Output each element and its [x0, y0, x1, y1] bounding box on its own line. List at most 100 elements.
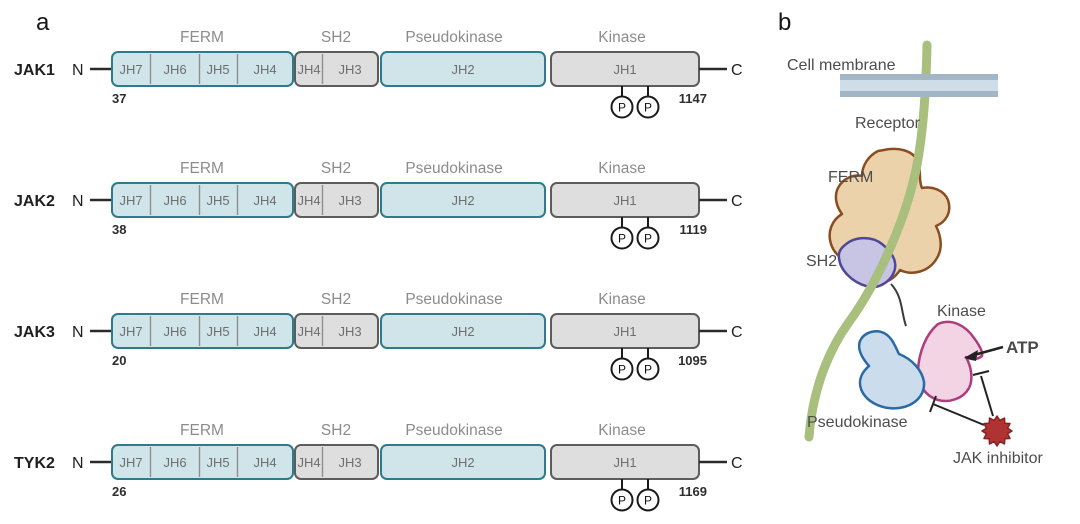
cell-membrane-label: Cell membrane — [787, 57, 896, 74]
ferm-domain-box — [111, 313, 294, 349]
segment-jh3: JH3 — [338, 455, 361, 470]
phospho-circle — [610, 357, 634, 381]
segment-jh4b: JH4 — [297, 62, 320, 77]
kinase-group-label: Kinase — [598, 291, 645, 308]
inhibition-line-pseudokinase — [932, 403, 985, 426]
segment-jh6: JH6 — [163, 193, 186, 208]
pseudokinase-group-label: Pseudokinase — [405, 160, 502, 177]
kinase-group-label: Kinase — [598, 422, 645, 439]
segment-jh2: JH2 — [451, 455, 474, 470]
end-residue: 1119 — [680, 222, 708, 237]
segment-jh4b: JH4 — [297, 193, 320, 208]
pseudokinase-domain-box — [380, 444, 546, 480]
segment-jh4b: JH4 — [297, 324, 320, 339]
protein-row-jak1: JAK1 N FERM SH2 Pseudokinase Kinase JH7 … — [14, 29, 743, 119]
segment-jh5: JH5 — [206, 324, 229, 339]
ferm-domain-box — [111, 51, 294, 87]
phospho-circle — [610, 488, 634, 512]
phospho-label: P — [644, 494, 652, 508]
jak-inhibitor-icon — [981, 415, 1013, 447]
c-terminus-label: C — [731, 62, 743, 79]
pseudokinase-group-label: Pseudokinase — [405, 291, 502, 308]
ferm-label: FERM — [828, 169, 873, 186]
segment-jh7: JH7 — [119, 193, 142, 208]
segment-jh4: JH4 — [253, 193, 276, 208]
protein-row-jak2: JAK2 N FERM SH2 Pseudokinase Kinase JH7 … — [14, 160, 743, 250]
atp-arrow — [964, 345, 1004, 361]
n-terminus-label: N — [72, 193, 84, 210]
end-residue: 1095 — [678, 353, 707, 368]
c-terminus-label: C — [731, 193, 743, 210]
sh2-label: SH2 — [806, 253, 837, 270]
phospho-label: P — [644, 101, 652, 115]
cell-membrane-graphic — [840, 74, 998, 97]
inhibition-pseudokinase — [929, 395, 985, 426]
segment-jh3: JH3 — [338, 62, 361, 77]
ferm-domain-box — [111, 444, 294, 480]
atp-arrowhead — [964, 350, 978, 361]
phospho-circle — [636, 357, 660, 381]
protein-row-jak3: JAK3 N FERM SH2 Pseudokinase Kinase JH7 … — [14, 291, 743, 381]
ferm-group-label: FERM — [180, 291, 224, 308]
n-terminus-label: N — [72, 62, 84, 79]
segment-jh6: JH6 — [163, 455, 186, 470]
kinase-group-label: Kinase — [598, 29, 645, 46]
sh2-domain-box — [294, 444, 379, 480]
phospho-circle — [636, 226, 660, 250]
sh2-domain-box — [294, 51, 379, 87]
kinase-label: Kinase — [937, 303, 986, 320]
segment-jh5: JH5 — [206, 193, 229, 208]
membrane-bottom-band — [840, 91, 998, 97]
phospho-label: P — [644, 232, 652, 246]
segment-jh7: JH7 — [119, 455, 142, 470]
n-terminus-label: N — [72, 455, 84, 472]
kinase-blob — [916, 320, 984, 403]
segment-jh2: JH2 — [451, 193, 474, 208]
segment-jh1: JH1 — [613, 324, 636, 339]
inhibition-kinase — [972, 370, 994, 417]
segment-jh1: JH1 — [613, 62, 636, 77]
phospho-circle — [610, 226, 634, 250]
segment-jh1: JH1 — [613, 193, 636, 208]
ferm-group-label: FERM — [180, 160, 224, 177]
sh2-group-label: SH2 — [321, 422, 351, 439]
ferm-group-label: FERM — [180, 422, 224, 439]
segment-jh4: JH4 — [253, 62, 276, 77]
start-residue: 20 — [112, 353, 126, 368]
n-terminus-label: N — [72, 324, 84, 341]
start-residue: 38 — [112, 222, 126, 237]
segment-jh6: JH6 — [163, 62, 186, 77]
segment-jh1: JH1 — [613, 455, 636, 470]
protein-name: JAK1 — [14, 62, 55, 79]
pseudokinase-domain-box — [380, 182, 546, 218]
pseudokinase-domain-box — [380, 313, 546, 349]
segment-jh3: JH3 — [338, 324, 361, 339]
membrane-top-band — [840, 74, 998, 80]
segment-jh7: JH7 — [119, 62, 142, 77]
sh2-group-label: SH2 — [321, 160, 351, 177]
phospho-circle — [636, 95, 660, 119]
atp-label: ATP — [1006, 338, 1039, 357]
sh2-domain-box — [294, 313, 379, 349]
inhibition-cap-pseudokinase — [929, 395, 937, 413]
sh2-kinase-connector — [890, 283, 907, 327]
segment-jh3: JH3 — [338, 193, 361, 208]
receptor-label: Receptor — [855, 115, 921, 132]
segment-jh5: JH5 — [206, 455, 229, 470]
start-residue: 37 — [112, 91, 126, 106]
phospho-label: P — [618, 363, 626, 377]
c-terminus-label: C — [731, 324, 743, 341]
protein-name: JAK2 — [14, 193, 55, 210]
sh2-domain-box — [294, 182, 379, 218]
kinase-group-label: Kinase — [598, 160, 645, 177]
receptor-curve — [804, 40, 932, 442]
c-terminus-label: C — [731, 455, 743, 472]
inhibition-line-kinase — [980, 375, 994, 417]
segment-jh2: JH2 — [451, 324, 474, 339]
segment-jh2: JH2 — [451, 62, 474, 77]
pseudokinase-domain-box — [380, 51, 546, 87]
sh2-group-label: SH2 — [321, 29, 351, 46]
protein-row-tyk2: TYK2 N FERM SH2 Pseudokinase Kinase JH7 … — [14, 422, 743, 512]
phospho-label: P — [618, 101, 626, 115]
